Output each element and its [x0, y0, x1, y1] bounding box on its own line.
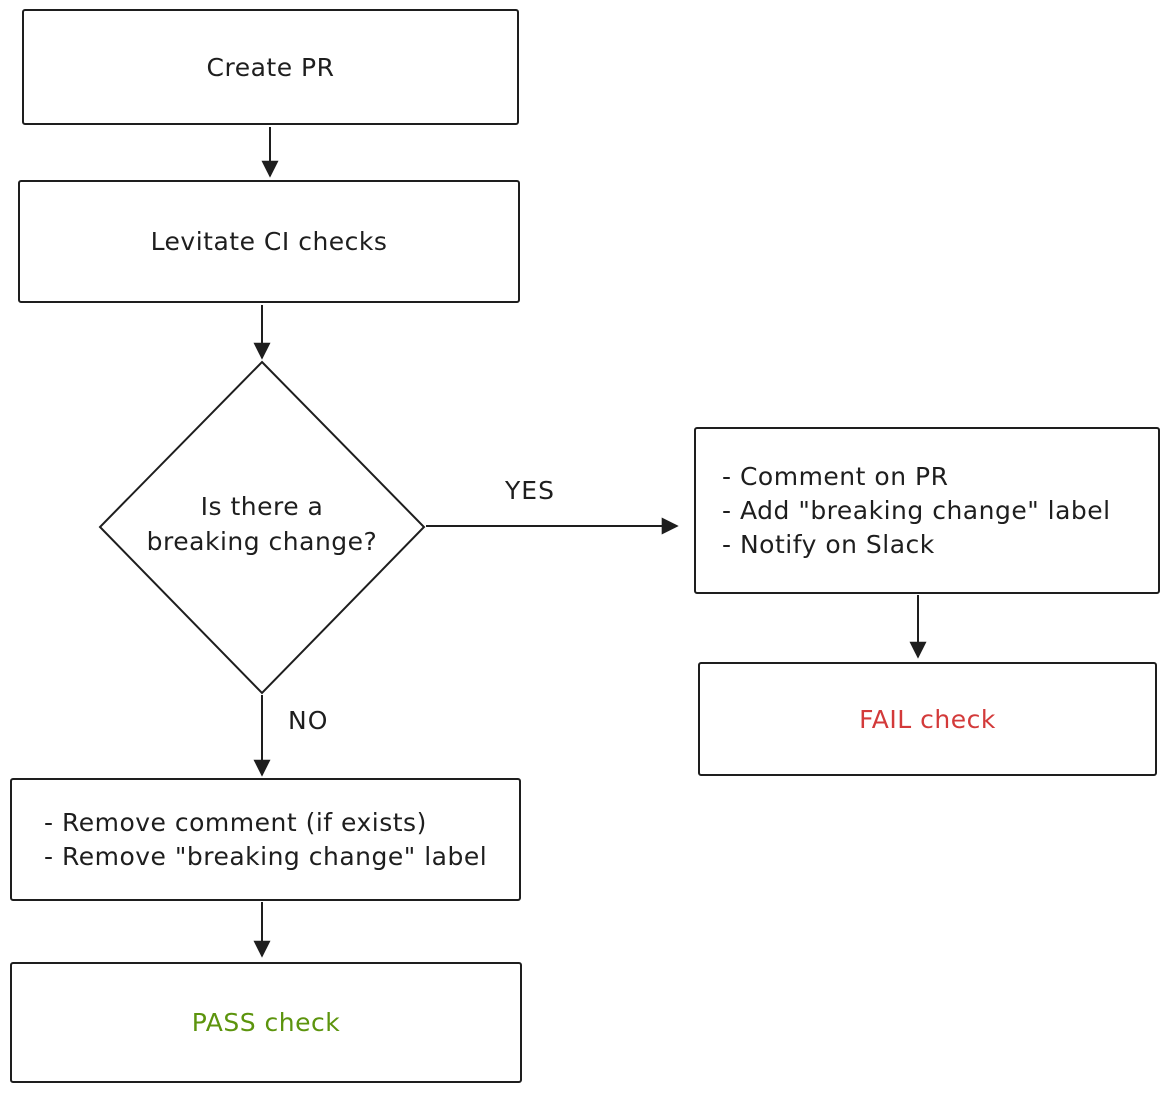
breaking-action-notify-slack: - Notify on Slack — [722, 529, 935, 559]
node-cleanup-actions: - Remove comment (if exists) - Remove "b… — [10, 778, 521, 901]
node-decision-label: Is there a breaking change? — [102, 489, 422, 559]
node-levitate-ci-checks: Levitate CI checks — [18, 180, 520, 303]
cleanup-action-remove-comment: - Remove comment (if exists) — [44, 807, 427, 837]
node-levitate-ci-checks-label: Levitate CI checks — [150, 227, 388, 256]
edge-label-no: NO — [288, 706, 329, 735]
cleanup-action-remove-label: - Remove "breaking change" label — [44, 841, 488, 871]
node-breaking-change-actions: - Comment on PR - Add "breaking change" … — [694, 427, 1160, 594]
breaking-action-comment-on-pr: - Comment on PR — [722, 461, 949, 491]
edge-label-yes: YES — [505, 476, 555, 505]
node-pass-check: PASS check — [10, 962, 522, 1083]
node-create-pr: Create PR — [22, 9, 519, 125]
node-create-pr-label: Create PR — [206, 52, 335, 82]
breaking-action-add-label: - Add "breaking change" label — [722, 495, 1111, 525]
decision-label-line1: Is there a — [200, 492, 324, 521]
node-fail-check: FAIL check — [698, 662, 1157, 776]
decision-diamond-shape — [98, 360, 426, 695]
node-pass-check-label: PASS check — [191, 1008, 341, 1037]
decision-label-line2: breaking change? — [146, 527, 378, 556]
node-fail-check-label: FAIL check — [859, 704, 996, 734]
